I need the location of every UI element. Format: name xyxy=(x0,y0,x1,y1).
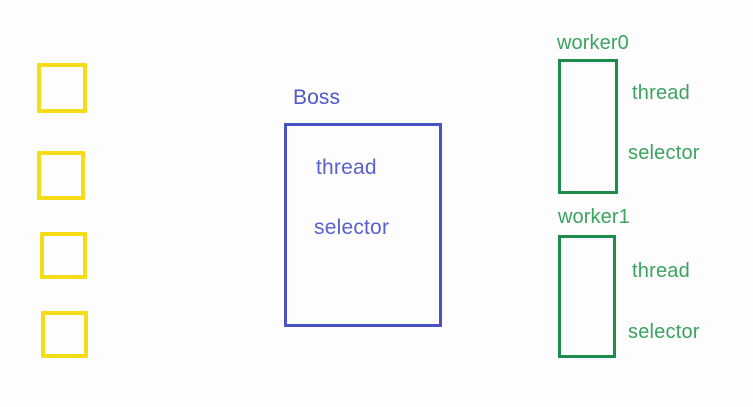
worker0-box xyxy=(558,59,618,194)
queue-square-1 xyxy=(37,151,85,200)
boss-thread-label: thread xyxy=(316,156,377,179)
worker1-selector-label: selector xyxy=(628,321,700,343)
worker0-label: worker0 xyxy=(557,32,629,54)
queue-square-2 xyxy=(40,232,87,279)
queue-square-3 xyxy=(41,311,88,358)
worker0-selector-label: selector xyxy=(628,142,700,164)
boss-label: Boss xyxy=(293,86,341,109)
worker1-box xyxy=(558,235,616,358)
worker0-thread-label: thread xyxy=(632,82,690,104)
worker1-thread-label: thread xyxy=(632,260,690,282)
boss-box xyxy=(284,123,442,327)
queue-square-0 xyxy=(37,63,87,113)
worker1-label: worker1 xyxy=(558,206,630,228)
boss-selector-label: selector xyxy=(314,216,390,239)
